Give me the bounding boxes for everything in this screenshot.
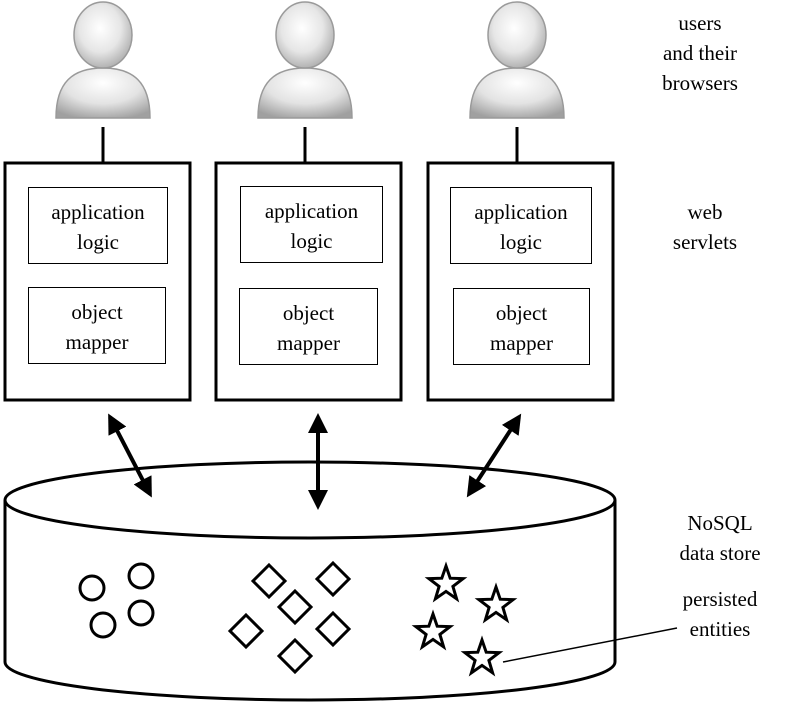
entity-diamond xyxy=(227,612,265,650)
user-icon-3 xyxy=(469,1,565,119)
application-logic-box-1: application logic xyxy=(28,187,168,264)
entity-star xyxy=(460,635,504,677)
object-mapper-line-2: mapper xyxy=(490,331,553,355)
application-logic-line-1: application xyxy=(51,200,145,224)
application-logic-line-2: logic xyxy=(500,230,542,254)
entity-diamond xyxy=(276,637,314,675)
nosql-label-line-2: data store xyxy=(679,541,761,565)
arrow-1 xyxy=(108,413,152,498)
object-mapper-box-1: object mapper xyxy=(28,287,166,364)
object-mapper-box-3: object mapper xyxy=(453,288,590,365)
user-icon-1 xyxy=(55,1,151,119)
nosql-label: NoSQL data store xyxy=(660,508,780,568)
arrow-3 xyxy=(466,413,522,498)
persisted-entities-line-2: entities xyxy=(689,617,751,641)
object-mapper-box-2: object mapper xyxy=(239,288,378,365)
entity-diamond xyxy=(276,588,314,626)
object-mapper-line-1: object xyxy=(282,301,335,325)
nosql-label-line-1: NoSQL xyxy=(687,511,753,535)
users-label-line-1: users xyxy=(678,11,722,35)
entity-diamond xyxy=(314,560,352,598)
application-logic-box-3: application logic xyxy=(450,187,592,264)
web-servlets-label: web servlets xyxy=(645,197,765,257)
persisted-entities-label: persisted entities xyxy=(665,584,775,644)
object-mapper-line-2: mapper xyxy=(277,331,340,355)
entity-circle xyxy=(127,599,155,627)
web-servlets-label-line-2: servlets xyxy=(672,230,738,254)
datastore-cylinder-body xyxy=(3,500,617,702)
users-label-line-2: and their xyxy=(662,41,738,65)
entity-circle xyxy=(78,574,106,602)
object-mapper-line-2: mapper xyxy=(65,330,129,354)
user-icon-2 xyxy=(257,1,353,119)
application-logic-line-2: logic xyxy=(290,229,333,253)
persisted-entities-line-1: persisted xyxy=(682,587,758,611)
entity-star xyxy=(424,561,468,603)
entity-circle xyxy=(127,562,155,590)
entity-star xyxy=(411,609,455,651)
users-label-line-3: browsers xyxy=(662,71,738,95)
entity-diamond xyxy=(314,610,352,648)
application-logic-box-2: application logic xyxy=(240,186,383,263)
web-servlets-label-line-1: web xyxy=(687,200,723,224)
datastore-cylinder-top xyxy=(3,460,617,540)
application-logic-line-2: logic xyxy=(77,230,119,254)
persisted-entities-pointer xyxy=(502,627,678,663)
users-label: users and their browsers xyxy=(640,8,760,98)
entity-circle xyxy=(89,611,117,639)
object-mapper-line-1: object xyxy=(495,301,548,325)
application-logic-line-1: application xyxy=(264,199,359,223)
application-logic-line-1: application xyxy=(474,200,568,224)
entity-star xyxy=(474,582,518,624)
object-mapper-line-1: object xyxy=(71,300,123,324)
entity-diamond xyxy=(250,562,288,600)
